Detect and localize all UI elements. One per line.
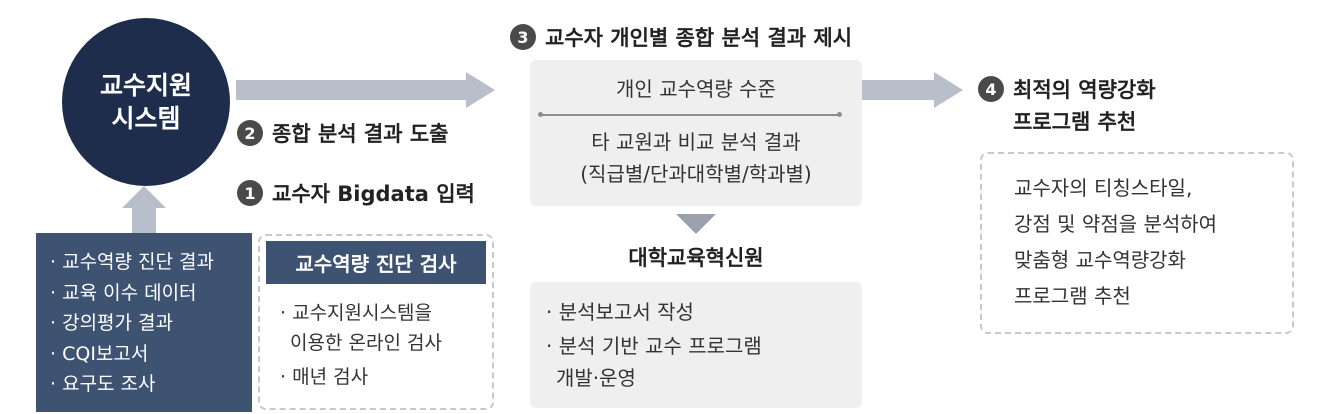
- data-input-item: · 교육 이수 데이터: [50, 281, 197, 304]
- step-2-label: 2 종합 분석 결과 도출: [237, 118, 449, 148]
- comparison-result: 타 교원과 비교 분석 결과: [591, 130, 801, 154]
- diagnosis-item-online-cont: 이용한 온라인 검사: [290, 332, 442, 354]
- comparison-groups: (직급별/단과대학별/학과별): [580, 162, 812, 186]
- step-3-number: 3: [510, 24, 536, 50]
- data-inputs-box: · 교수역량 진단 결과 · 교육 이수 데이터 · 강의평가 결과 · CQI…: [36, 233, 252, 412]
- system-circle-line2: 시스템: [111, 104, 181, 133]
- divider-dot-right: [837, 112, 842, 117]
- step-2-number: 2: [237, 120, 263, 146]
- arrow-up-input: [122, 186, 166, 233]
- diagnosis-title: 교수역량 진단 검사: [266, 241, 486, 284]
- arrow-right-result: [862, 72, 963, 108]
- institute-box: [530, 282, 862, 408]
- data-input-item: · 요구도 조사: [50, 373, 156, 395]
- individual-level: 개인 교수역량 수준: [616, 77, 776, 101]
- step-1-label: 1 교수자 Bigdata 입력: [237, 178, 475, 208]
- diagnosis-box: [258, 234, 494, 410]
- diagnosis-item-online: · 교수지원시스템을: [280, 302, 432, 324]
- faculty-support-system-circle: 교수지원 시스템: [62, 18, 230, 186]
- step-3-text: 교수자 개인별 종합 분석 결과 제시: [545, 26, 853, 50]
- recommendation-line: 맞춤형 교수역량강화: [1014, 248, 1186, 272]
- divider-dot-left: [538, 112, 543, 117]
- recommendation-line: 강점 및 약점을 분석하여: [1014, 212, 1218, 236]
- diagnosis-item-annual: · 매년 검사: [280, 366, 369, 388]
- arrow-down-institute: [676, 214, 716, 234]
- data-input-item: · 교수역량 진단 결과: [50, 251, 215, 273]
- result-box: [530, 60, 862, 206]
- recommendation-box: [980, 152, 1294, 334]
- step-1-text: 교수자 Bigdata 입력: [272, 182, 475, 206]
- institute-item-report: · 분석보고서 작성: [546, 300, 694, 324]
- step-3-label: 3 교수자 개인별 종합 분석 결과 제시: [510, 22, 852, 52]
- step-4-text-line2: 프로그램 추천: [1013, 110, 1137, 134]
- system-circle-line1: 교수지원: [99, 71, 192, 100]
- recommendation-text: 교수자의 티칭스타일, 강점 및 약점을 분석하여 맞춤형 교수역량강화 프로그…: [1014, 170, 1217, 314]
- data-input-item: · CQI보고서: [50, 342, 149, 365]
- arrow-right-main: [236, 72, 495, 108]
- result-divider: [540, 114, 840, 116]
- data-input-item: · 강의평가 결과: [50, 312, 174, 334]
- step-1-number: 1: [237, 180, 263, 206]
- step-4-text-line1: 최적의 역량강화: [1013, 78, 1156, 102]
- institute-item-program: · 분석 기반 교수 프로그램: [546, 334, 762, 358]
- step-4-label: 4 최적의 역량강화 프로그램 추천: [978, 74, 1156, 136]
- institute-title: 대학교육혁신원: [628, 246, 764, 270]
- recommendation-line: 교수자의 티칭스타일,: [1014, 176, 1193, 200]
- recommendation-line: 프로그램 추천: [1014, 284, 1131, 308]
- step-4-number: 4: [978, 76, 1004, 102]
- step-2-text: 종합 분석 결과 도출: [272, 122, 449, 146]
- institute-item-program-cont: 개발·운영: [556, 366, 636, 390]
